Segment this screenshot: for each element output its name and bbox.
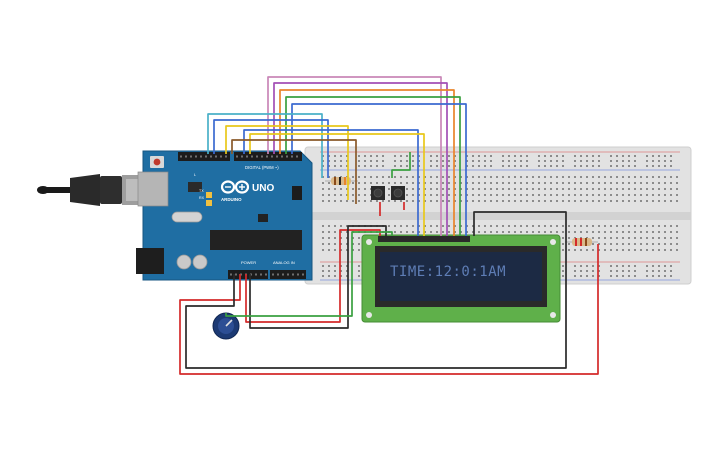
wire-gnd[interactable]	[185, 211, 567, 369]
power-jack	[136, 248, 164, 274]
arduino-model-label: UNO	[252, 183, 274, 194]
led-l-label: L	[194, 173, 196, 177]
potentiometer-icon[interactable]	[212, 312, 240, 340]
arduino-brand-label: ARDUINO	[221, 197, 242, 202]
usb-cable-icon	[37, 174, 148, 206]
lcd-screen	[380, 252, 542, 301]
wire-lcd-rw[interactable]	[249, 133, 425, 236]
wire-pot-vcc[interactable]	[245, 229, 381, 323]
wire-5v[interactable]	[179, 244, 599, 375]
lcd-pin-header	[378, 236, 470, 242]
wire-resistor[interactable]	[225, 125, 349, 200]
header-pins	[180, 155, 304, 276]
wire-lcd-d5[interactable]	[279, 89, 455, 236]
wire-lcd-rs[interactable]	[243, 129, 419, 236]
pushbutton-icon[interactable]	[371, 186, 385, 200]
wire-button-2[interactable]	[213, 119, 329, 178]
atmega-chip	[210, 230, 302, 250]
pushbutton-icon[interactable]	[391, 186, 405, 200]
usb-port	[137, 171, 169, 207]
wire-pot-gnd[interactable]	[249, 225, 387, 329]
wire-lcd-enable[interactable]	[291, 103, 467, 236]
wire-lcd-d6[interactable]	[273, 82, 448, 236]
power-header	[228, 270, 268, 279]
arduino-logo-icon	[220, 180, 250, 194]
wire-pot-wiper[interactable]	[225, 231, 393, 317]
arduino-uno-board[interactable]: UNO ARDUINO DIGITAL (PWM ~) POWER ANALOG…	[136, 150, 313, 281]
lcd-line-1: TIME:12:0:1AM	[390, 264, 506, 280]
analog-label: ANALOG IN	[273, 260, 295, 265]
lcd-backlight-resistor[interactable]	[565, 238, 598, 246]
wires	[179, 76, 599, 375]
wire-button-1[interactable]	[207, 113, 323, 178]
power-label: POWER	[241, 260, 256, 265]
resistor-icon[interactable]	[325, 177, 358, 185]
wire-button-rail[interactable]	[391, 152, 411, 178]
digital-header-left	[178, 152, 230, 161]
wire-lcd-d7[interactable]	[267, 76, 442, 236]
wire-button-gnd[interactable]	[231, 139, 357, 204]
lcd-display[interactable]: TIME:12:0:1AM	[361, 234, 561, 323]
tx-label: TX	[199, 189, 204, 193]
rx-label: RX	[199, 196, 205, 200]
digital-label: DIGITAL (PWM ~)	[245, 165, 279, 170]
